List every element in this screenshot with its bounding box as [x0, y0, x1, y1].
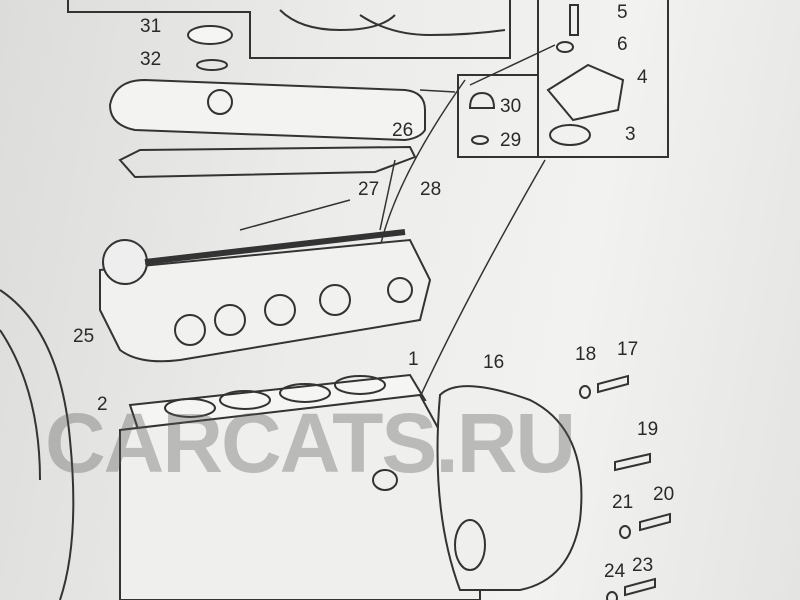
nut-part-30: [468, 91, 496, 109]
part-label-20: 20: [653, 484, 675, 505]
part-label-21: 21: [612, 492, 634, 513]
part-label-26: 26: [392, 120, 414, 141]
part-label-16: 16: [483, 352, 505, 373]
part-label-4: 4: [637, 67, 648, 88]
block-port: [372, 469, 398, 491]
part-label-25: 25: [73, 326, 95, 347]
part-label-3: 3: [625, 124, 636, 145]
timing-cover: [436, 385, 583, 591]
callout-box-top: [67, 0, 511, 59]
part-label-31: 31: [140, 16, 162, 37]
o-ring-part-3: [549, 124, 591, 146]
part-label-19: 19: [637, 419, 659, 440]
part-label-30: 30: [500, 96, 522, 117]
part-label-1: 1: [408, 349, 419, 370]
callout-box-right: [537, 0, 669, 158]
part-label-27: 27: [358, 179, 380, 200]
head-ports: [174, 277, 413, 346]
valve-cover-filler-hole: [207, 89, 233, 115]
bolt-part-5: [569, 4, 579, 36]
timing-cover-seal-opening: [454, 519, 486, 571]
valve-cover: [108, 78, 426, 142]
oil-cap: [187, 25, 233, 45]
bolts: [579, 374, 671, 600]
cylinder-bores: [164, 375, 386, 418]
washer-part-6: [556, 41, 574, 53]
part-label-2: 2: [97, 394, 108, 415]
part-label-23: 23: [632, 555, 654, 576]
callout-box-30-29: [457, 74, 539, 158]
part-label-5: 5: [617, 2, 628, 23]
part-label-24: 24: [604, 561, 626, 582]
part-label-17: 17: [617, 339, 639, 360]
oil-cap-seal: [196, 59, 228, 71]
valve-cover-gasket: [118, 145, 417, 179]
part-label-6: 6: [617, 34, 628, 55]
thermostat-housing: [546, 63, 625, 122]
part-label-28: 28: [420, 179, 442, 200]
part-label-32: 32: [140, 49, 162, 70]
washer-part-29: [471, 135, 489, 145]
leader-lines: [239, 44, 556, 481]
hose-part: [279, 9, 506, 37]
part-label-29: 29: [500, 130, 522, 151]
belt-cover: [0, 289, 75, 600]
watermark: CARCATS.RU: [45, 396, 576, 490]
cam-sprocket: [102, 239, 148, 285]
part-label-18: 18: [575, 344, 597, 365]
cylinder-head: [99, 238, 432, 363]
camshaft: [144, 229, 406, 265]
